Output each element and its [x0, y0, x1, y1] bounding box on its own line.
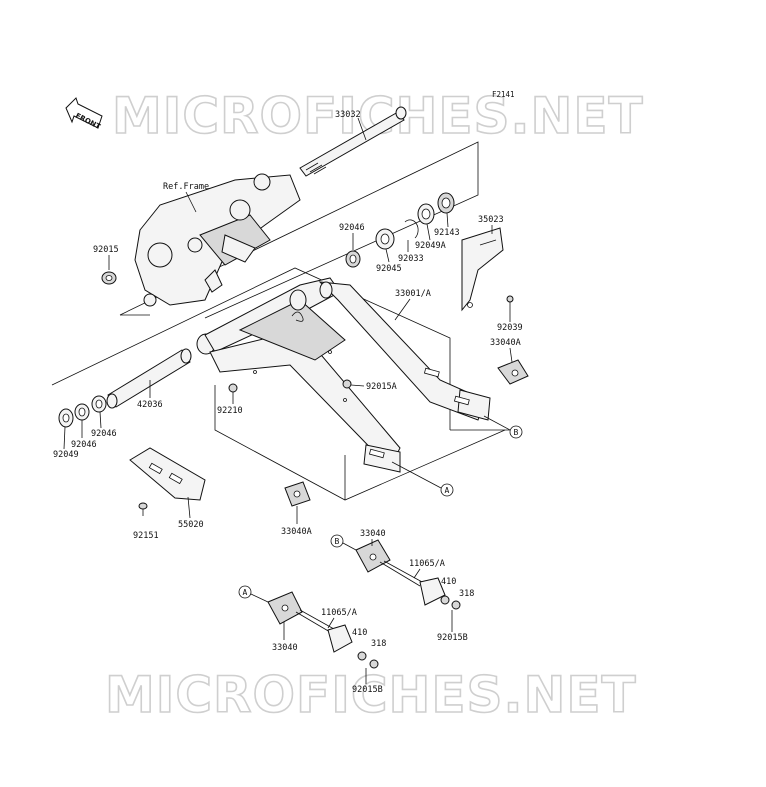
- callout-a-swingarm: A: [440, 483, 454, 497]
- label-318-right: 318: [459, 589, 474, 599]
- callout-a-adjuster: A: [238, 585, 252, 599]
- adjuster-bolt-11065A-left: [295, 609, 353, 653]
- label-11065A-left: 11065/A: [321, 608, 357, 618]
- label-92151: 92151: [133, 531, 159, 541]
- adjuster-33040-left: [267, 591, 303, 625]
- label-55020: 55020: [178, 520, 204, 530]
- circlip-92033: [404, 219, 419, 239]
- bearing-92046-b: [74, 403, 90, 421]
- callout-b-adjuster: B: [330, 534, 344, 548]
- adjuster-33040-right: [355, 539, 391, 573]
- ref-frame-label: Ref.Frame: [163, 182, 209, 192]
- frame-reference-drawing: [134, 173, 301, 307]
- nut-318-left: [369, 659, 379, 669]
- sleeve-42036: [106, 348, 192, 409]
- label-410-right: 410: [441, 577, 456, 587]
- svg-text:B: B: [335, 537, 340, 546]
- adjuster-33040A-low: [284, 481, 311, 507]
- label-410-left: 410: [352, 628, 367, 638]
- nut-318-right: [451, 600, 461, 610]
- collar-92143: [437, 192, 455, 214]
- screw-92151: [138, 502, 148, 516]
- bolt-92039: [506, 295, 514, 303]
- nut-410-right: [440, 595, 450, 605]
- label-33040-left: 33040: [272, 643, 298, 653]
- label-11065A-right: 11065/A: [409, 559, 445, 569]
- bearing-92046-top: [345, 250, 361, 268]
- adjuster-bolt-11065A-right: [379, 560, 446, 606]
- diagram-code: F2141: [492, 90, 515, 99]
- label-92045: 92045: [376, 264, 402, 274]
- bearing-92045: [375, 228, 395, 250]
- label-42036: 42036: [137, 400, 163, 410]
- label-92143: 92143: [434, 228, 460, 238]
- label-33040A-low: 33040A: [281, 527, 312, 537]
- label-92015A: 92015A: [366, 382, 397, 392]
- label-92015-top: 92015: [93, 245, 119, 255]
- label-92033: 92033: [398, 254, 424, 264]
- label-35023: 35023: [478, 215, 504, 225]
- label-92015B-right: 92015B: [437, 633, 468, 643]
- callout-b-swingarm: B: [509, 425, 523, 439]
- label-92210: 92210: [217, 406, 243, 416]
- pivot-shaft-33032: [299, 106, 407, 177]
- label-92046-b: 92046: [71, 440, 97, 450]
- swingarm-33001A: [196, 277, 491, 473]
- watermark-bottom: MICROFICHES.NET: [105, 666, 637, 724]
- svg-text:A: A: [243, 588, 248, 597]
- label-92046-a: 92046: [91, 429, 117, 439]
- label-33032: 33032: [335, 110, 361, 120]
- guard-35023: [461, 227, 504, 312]
- frame-group-lines: [119, 141, 479, 319]
- adjuster-33040A-right: [497, 359, 529, 385]
- bearing-92046-a: [91, 395, 107, 413]
- bolt-92210: [228, 383, 238, 393]
- seal-92049A: [417, 203, 435, 225]
- label-318-left: 318: [371, 639, 386, 649]
- nut-92015A: [342, 379, 352, 389]
- label-92049A: 92049A: [415, 241, 446, 251]
- nut-410-left: [357, 651, 367, 661]
- label-33040-right: 33040: [360, 529, 386, 539]
- watermark-top: MICROFICHES.NET: [112, 87, 644, 145]
- nut-92015: [101, 271, 117, 285]
- front-arrow-icon: FRONT: [65, 97, 103, 131]
- label-33040A-right: 33040A: [490, 338, 521, 348]
- label-92049: 92049: [53, 450, 79, 460]
- svg-text:A: A: [445, 486, 450, 495]
- seal-92049: [58, 408, 74, 428]
- label-92046-top: 92046: [339, 223, 365, 233]
- label-92039: 92039: [497, 323, 523, 333]
- label-33001A: 33001/A: [395, 289, 431, 299]
- chain-guide-55020: [129, 447, 206, 501]
- label-92015B-left: 92015B: [352, 685, 383, 695]
- svg-text:B: B: [514, 428, 519, 437]
